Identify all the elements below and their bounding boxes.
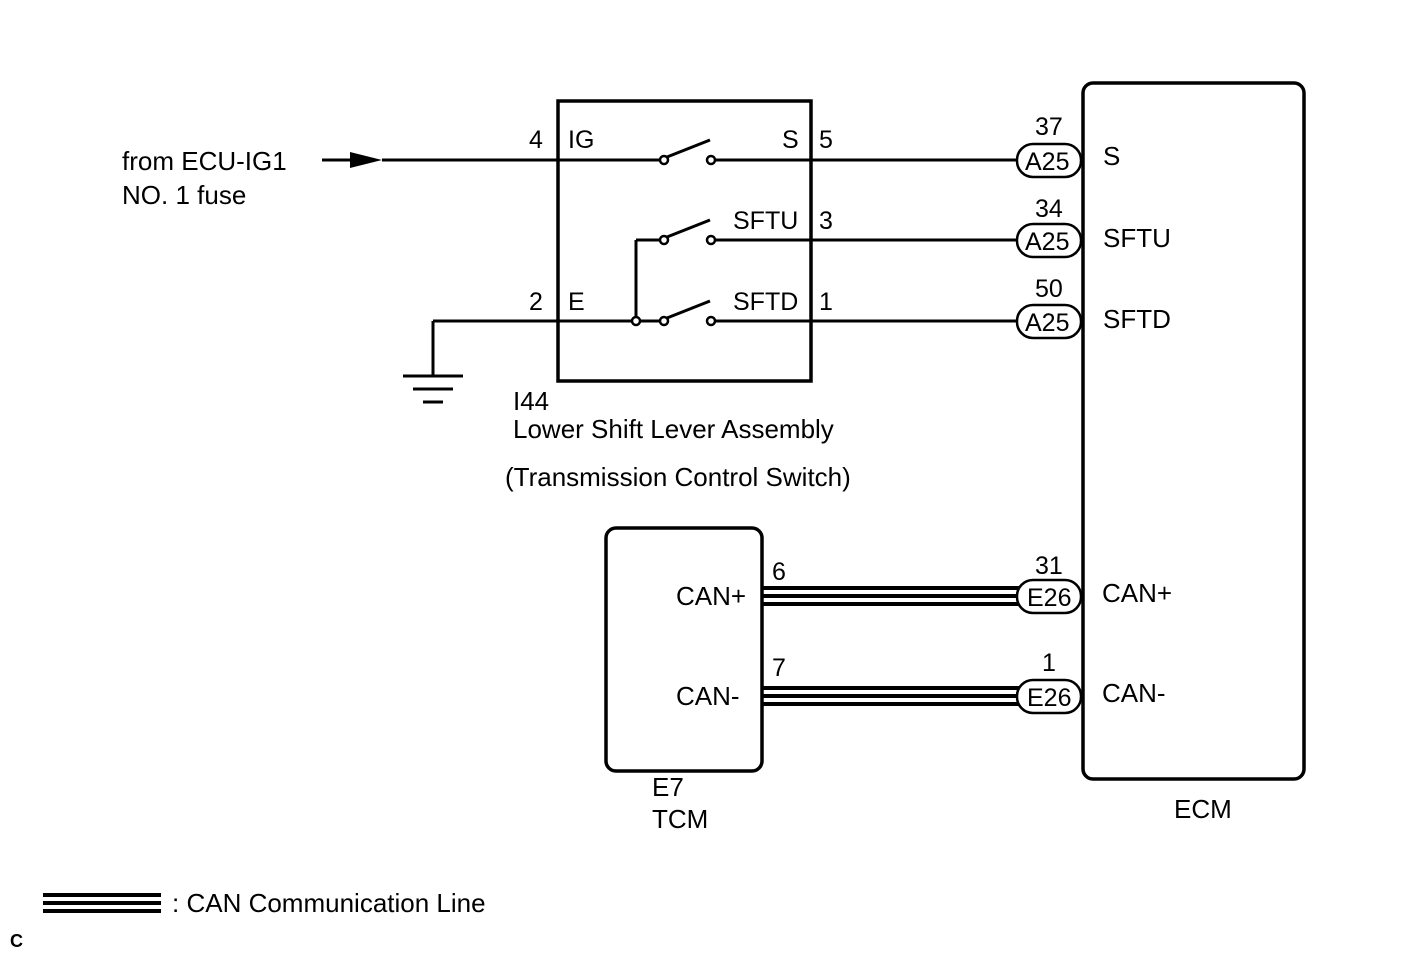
ecm-connector-sftu-id: A25 — [1025, 228, 1069, 256]
ecm-pin-canp-label: CAN+ — [1102, 578, 1172, 608]
wire-can-plus — [762, 586, 1020, 606]
tcm-pin-canp-number: 6 — [772, 558, 786, 586]
source-line2: NO. 1 fuse — [122, 180, 246, 210]
pin-s-label: S — [782, 126, 799, 154]
switch-assembly-subtitle: (Transmission Control Switch) — [505, 462, 851, 492]
ecm-connector-sftd-id: A25 — [1025, 309, 1069, 337]
corner-mark: C — [10, 931, 23, 951]
tcm-box — [604, 526, 764, 773]
tcm-pin-canm-label: CAN- — [676, 681, 740, 711]
pin-ig-label: IG — [568, 126, 594, 154]
tcm-pin-canp-label: CAN+ — [676, 581, 746, 611]
ecm-pin-sftu-label: SFTU — [1103, 223, 1171, 253]
ground-icon — [403, 321, 463, 404]
pin-sftu-label: SFTU — [733, 207, 798, 235]
ecm-pin-canm-label: CAN- — [1102, 678, 1166, 708]
switch-sftu-icon — [658, 218, 717, 246]
ecm-connector-sftd — [1015, 303, 1083, 340]
ecm-pin-s-number: 37 — [1035, 113, 1063, 141]
source-line1: from ECU-IG1 — [122, 146, 287, 176]
pin-s-number: 5 — [819, 126, 833, 154]
pin-e-number: 2 — [529, 288, 543, 316]
ecm-pin-sftd-label: SFTD — [1103, 304, 1171, 334]
tcm-pin-canm-number: 7 — [772, 654, 786, 682]
switch-s-icon — [658, 138, 717, 166]
ecm-pin-canp-number: 31 — [1035, 552, 1063, 580]
ecm-pin-canm-number: 1 — [1042, 649, 1056, 677]
ecm-connector-s-id: A25 — [1025, 148, 1069, 176]
pin-sftd-number: 1 — [819, 288, 833, 316]
ecm-connector-canp-id: E26 — [1027, 584, 1071, 612]
ecm-pin-s-label: S — [1103, 141, 1120, 171]
ecm-connector-canm — [1015, 678, 1083, 715]
switch-sftd-icon — [658, 299, 717, 327]
ecm-connector-sftu — [1015, 222, 1083, 259]
ecm-box — [1081, 81, 1306, 781]
wire-can-minus — [762, 686, 1020, 706]
ecm-connector-s — [1015, 142, 1083, 179]
ecm-connector-canp — [1015, 578, 1083, 615]
arrow-right-icon — [322, 152, 382, 168]
pin-ig-number: 4 — [529, 126, 543, 154]
junction-terminal — [630, 315, 642, 327]
legend-can-line-icon — [43, 893, 161, 913]
ecm-pin-sftu-number: 34 — [1035, 195, 1063, 223]
legend-text: : CAN Communication Line — [172, 888, 486, 918]
tcm-name: TCM — [652, 804, 708, 834]
pin-sftu-number: 3 — [819, 207, 833, 235]
switch-assembly-code: I44 — [513, 386, 549, 416]
ecm-name: ECM — [1174, 794, 1232, 824]
pin-sftd-label: SFTD — [733, 288, 798, 316]
tcm-code: E7 — [652, 772, 684, 802]
pin-e-label: E — [568, 288, 585, 316]
ecm-pin-sftd-number: 50 — [1035, 275, 1063, 303]
ecm-connector-canm-id: E26 — [1027, 684, 1071, 712]
switch-assembly-name: Lower Shift Lever Assembly — [513, 414, 834, 444]
